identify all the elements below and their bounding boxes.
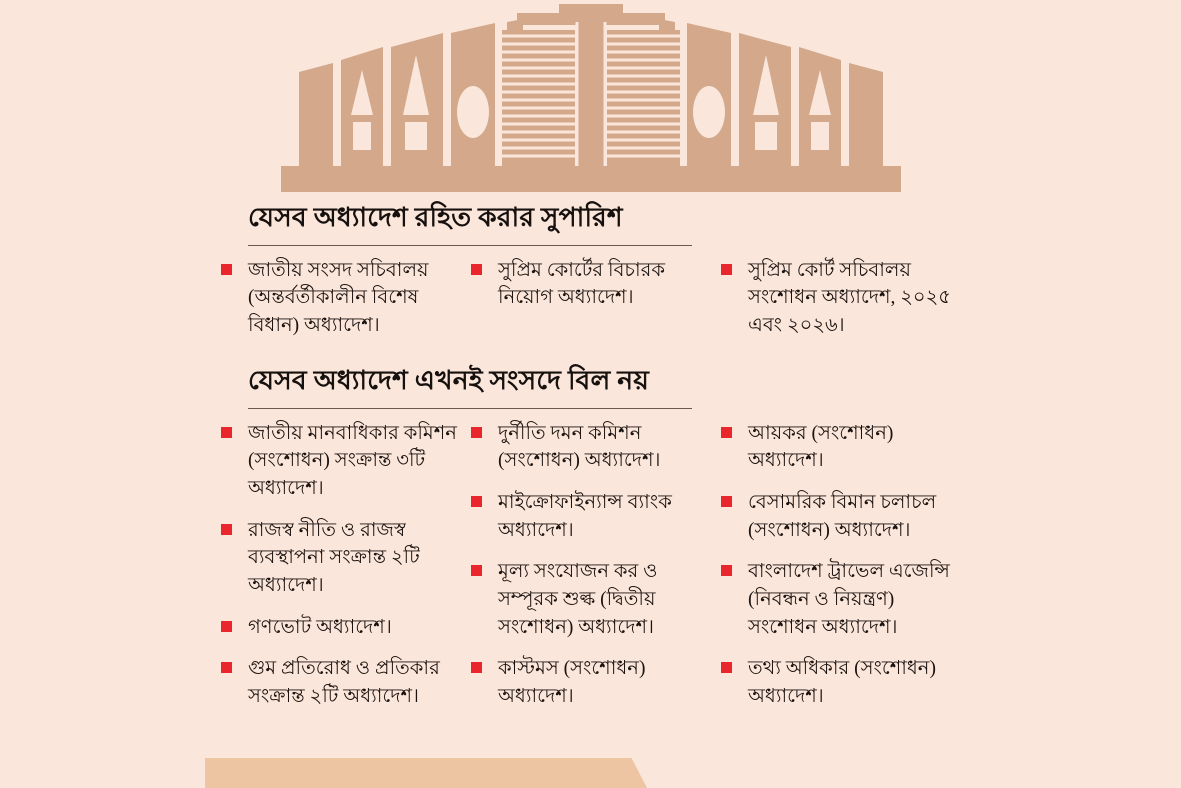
list-item-text: সুপ্রিম কোর্টের বিচারক নিয়োগ অধ্যাদেশ। bbox=[498, 259, 665, 309]
list-item: জাতীয় সংসদ সচিবালয় (অন্তর্বর্তীকালীন ব… bbox=[215, 257, 457, 340]
section-2-column-3-list: আয়কর (সংশোধন) অধ্যাদেশ। বেসামরিক বিমান … bbox=[715, 420, 967, 711]
list-item: সুপ্রিম কোর্ট সচিবালয় সংশোধন অধ্যাদেশ, … bbox=[715, 257, 967, 340]
list-item: বেসামরিক বিমান চলাচল (সংশোধন) অধ্যাদেশ। bbox=[715, 489, 967, 544]
square-bullet-icon bbox=[471, 662, 482, 674]
section-2-heading-rule bbox=[248, 407, 692, 409]
square-bullet-icon bbox=[221, 426, 232, 438]
list-item-text: জাতীয় মানবাধিকার কমিশন (সংশোধন) সংক্রান… bbox=[248, 422, 457, 499]
square-bullet-icon bbox=[471, 495, 482, 507]
square-bullet-icon bbox=[221, 263, 232, 275]
list-item: গুম প্রতিরোধ ও প্রতিকার সংক্রান্ত ২টি অধ… bbox=[215, 655, 457, 710]
section-1-columns: জাতীয় সংসদ সচিবালয় (অন্তর্বর্তীকালীন ব… bbox=[215, 257, 1015, 340]
list-item-text: আয়কর (সংশোধন) অধ্যাদেশ। bbox=[748, 422, 894, 472]
list-item-text: কাস্টমস (সংশোধন) অধ্যাদেশ। bbox=[498, 658, 646, 708]
list-item: আয়কর (সংশোধন) অধ্যাদেশ। bbox=[715, 420, 967, 475]
parliament-building-illustration bbox=[0, 0, 1181, 196]
section-1-column-3-list: সুপ্রিম কোর্ট সচিবালয় সংশোধন অধ্যাদেশ, … bbox=[715, 257, 967, 340]
bottom-ribbon-decoration bbox=[205, 758, 647, 788]
list-item-text: মূল্য সংযোজন কর ও সম্পূরক শুল্ক (দ্বিতীয… bbox=[498, 561, 658, 638]
square-bullet-icon bbox=[721, 495, 732, 507]
section-1-column-2-list: সুপ্রিম কোর্টের বিচারক নিয়োগ অধ্যাদেশ। bbox=[465, 257, 707, 312]
content-area: যেসব অধ্যাদেশ রহিত করার সুপারিশ জাতীয় স… bbox=[215, 200, 1015, 711]
list-item-text: তথ্য অধিকার (সংশোধন) অধ্যাদেশ। bbox=[748, 658, 936, 708]
list-item: বাংলাদেশ ট্রাভেল এজেন্সি (নিবন্ধন ও নিয়… bbox=[715, 558, 967, 641]
list-item-text: সুপ্রিম কোর্ট সচিবালয় সংশোধন অধ্যাদেশ, … bbox=[748, 259, 951, 337]
section-2-column-3: আয়কর (সংশোধন) অধ্যাদেশ। বেসামরিক বিমান … bbox=[715, 420, 975, 711]
square-bullet-icon bbox=[471, 565, 482, 577]
square-bullet-icon bbox=[221, 523, 232, 535]
square-bullet-icon bbox=[721, 565, 732, 577]
list-item: কাস্টমস (সংশোধন) অধ্যাদেশ। bbox=[465, 655, 707, 710]
square-bullet-icon bbox=[721, 263, 732, 275]
list-item-text: গুম প্রতিরোধ ও প্রতিকার সংক্রান্ত ২টি অধ… bbox=[248, 658, 440, 708]
section-2-column-1-list: জাতীয় মানবাধিকার কমিশন (সংশোধন) সংক্রান… bbox=[215, 420, 457, 711]
section-2-column-2-list: দুর্নীতি দমন কমিশন (সংশোধন) অধ্যাদেশ। মা… bbox=[465, 420, 707, 711]
section-1-heading: যেসব অধ্যাদেশ রহিত করার সুপারিশ bbox=[248, 202, 623, 232]
square-bullet-icon bbox=[721, 426, 732, 438]
section-1-column-2: সুপ্রিম কোর্টের বিচারক নিয়োগ অধ্যাদেশ। bbox=[465, 257, 715, 312]
bottom-ribbon-shape bbox=[205, 758, 647, 788]
section-2-column-1: জাতীয় মানবাধিকার কমিশন (সংশোধন) সংক্রান… bbox=[215, 420, 465, 711]
section-2-heading: যেসব অধ্যাদেশ এখনই সংসদে বিল নয় bbox=[248, 364, 650, 395]
section-not-bills-now: যেসব অধ্যাদেশ এখনই সংসদে বিল নয় জাতীয় … bbox=[215, 363, 1015, 711]
list-item: জাতীয় মানবাধিকার কমিশন (সংশোধন) সংক্রান… bbox=[215, 420, 457, 503]
list-item: মাইক্রোফাইন্যান্স ব্যাংক অধ্যাদেশ। bbox=[465, 489, 707, 544]
list-item-text: রাজস্ব নীতি ও রাজস্ব ব্যবস্থাপনা সংক্রান… bbox=[248, 519, 420, 597]
section-2-columns: জাতীয় মানবাধিকার কমিশন (সংশোধন) সংক্রান… bbox=[215, 420, 1015, 711]
square-bullet-icon bbox=[721, 662, 732, 674]
section-repeal-recommendations: যেসব অধ্যাদেশ রহিত করার সুপারিশ জাতীয় স… bbox=[215, 200, 1015, 340]
list-item: গণভোট অধ্যাদেশ। bbox=[215, 614, 457, 642]
list-item-text: বাংলাদেশ ট্রাভেল এজেন্সি (নিবন্ধন ও নিয়… bbox=[748, 561, 950, 638]
list-item-text: মাইক্রোফাইন্যান্স ব্যাংক অধ্যাদেশ। bbox=[498, 491, 672, 541]
list-item: সুপ্রিম কোর্টের বিচারক নিয়োগ অধ্যাদেশ। bbox=[465, 257, 707, 312]
square-bullet-icon bbox=[471, 263, 482, 275]
square-bullet-icon bbox=[221, 620, 232, 632]
list-item-text: জাতীয় সংসদ সচিবালয় (অন্তর্বর্তীকালীন ব… bbox=[248, 259, 429, 337]
section-1-column-3: সুপ্রিম কোর্ট সচিবালয় সংশোধন অধ্যাদেশ, … bbox=[715, 257, 975, 340]
list-item-text: গণভোট অধ্যাদেশ। bbox=[248, 616, 392, 638]
square-bullet-icon bbox=[471, 426, 482, 438]
list-item-text: দুর্নীতি দমন কমিশন (সংশোধন) অধ্যাদেশ। bbox=[498, 422, 661, 472]
section-1-heading-rule bbox=[248, 244, 692, 246]
list-item: রাজস্ব নীতি ও রাজস্ব ব্যবস্থাপনা সংক্রান… bbox=[215, 517, 457, 600]
section-2-column-2: দুর্নীতি দমন কমিশন (সংশোধন) অধ্যাদেশ। মা… bbox=[465, 420, 715, 711]
section-1-column-1: জাতীয় সংসদ সচিবালয় (অন্তর্বর্তীকালীন ব… bbox=[215, 257, 465, 340]
section-1-column-1-list: জাতীয় সংসদ সচিবালয় (অন্তর্বর্তীকালীন ব… bbox=[215, 257, 457, 340]
list-item-text: বেসামরিক বিমান চলাচল (সংশোধন) অধ্যাদেশ। bbox=[748, 491, 937, 541]
parliament-building-icon bbox=[280, 4, 901, 192]
list-item: মূল্য সংযোজন কর ও সম্পূরক শুল্ক (দ্বিতীয… bbox=[465, 558, 707, 641]
list-item: তথ্য অধিকার (সংশোধন) অধ্যাদেশ। bbox=[715, 655, 967, 710]
square-bullet-icon bbox=[221, 662, 232, 674]
list-item: দুর্নীতি দমন কমিশন (সংশোধন) অধ্যাদেশ। bbox=[465, 420, 707, 475]
